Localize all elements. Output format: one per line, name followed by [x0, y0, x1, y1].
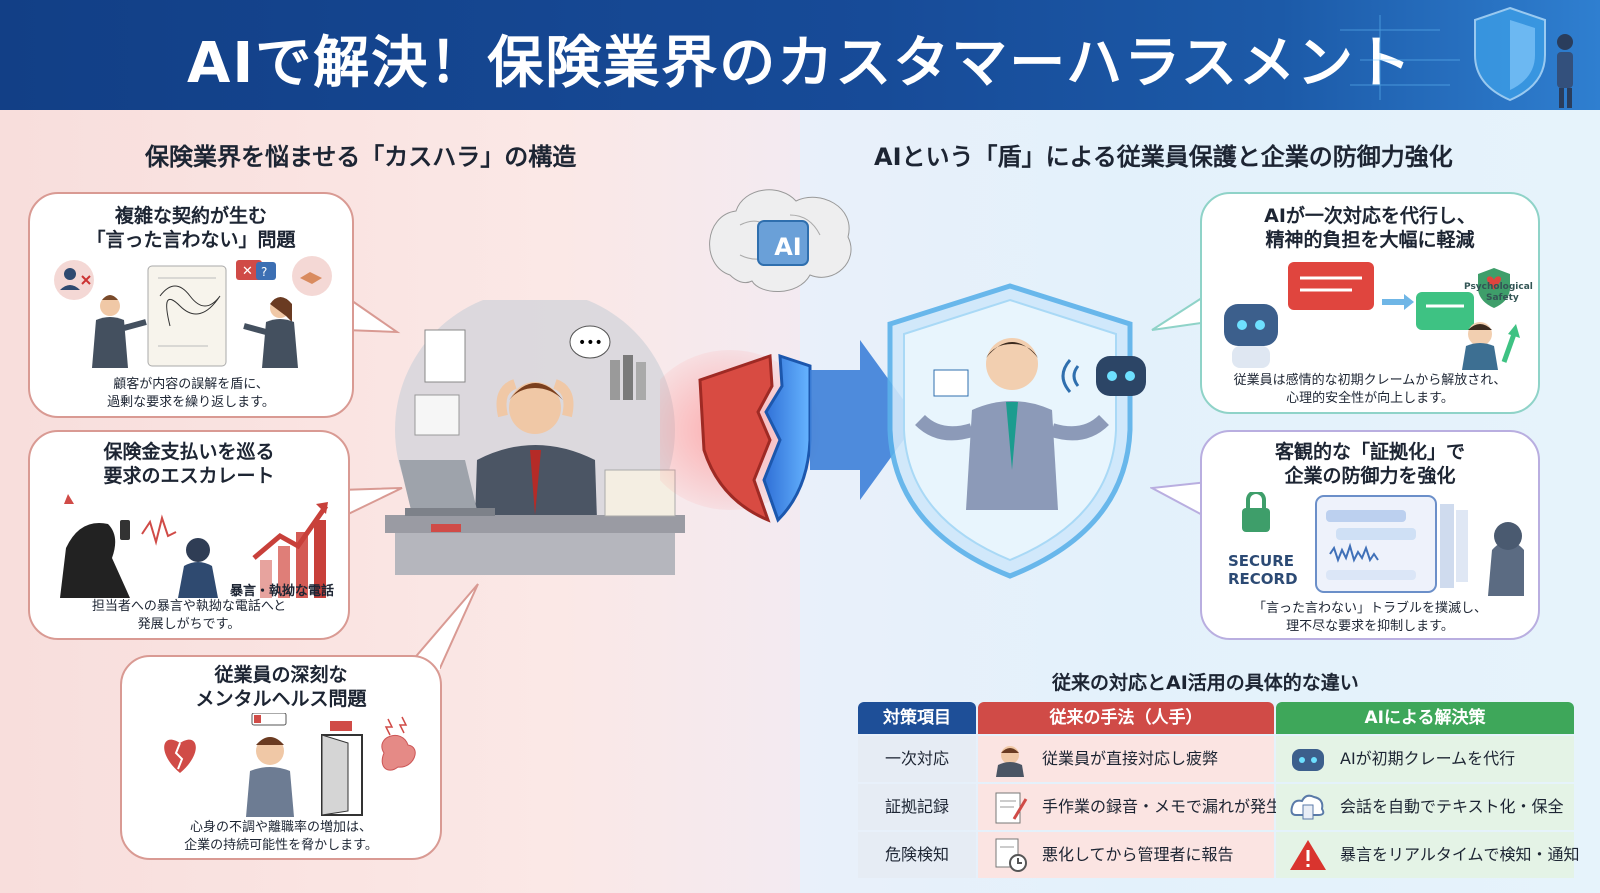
secure-record-line2: RECORD	[1228, 570, 1298, 588]
warning-icon	[1290, 840, 1326, 870]
bubble-contract-dispute: 複雑な契約が生む 「言った言わない」問題 ✕ ? 顧客が内容の誤解を盾に、 過剰…	[28, 192, 354, 418]
bubble-desc-line2: 発展しがちです。	[137, 617, 241, 632]
bubble-title-line1: 複雑な契約が生む	[114, 205, 267, 227]
exit-sign: EXIT	[337, 714, 360, 724]
table-cell-item: 証拠記録	[858, 784, 976, 830]
cell-text: 手作業の録音・メモで漏れが発生	[1042, 797, 1283, 816]
comparison-title: 従来の対応とAI活用の具体的な違い	[1052, 672, 1359, 694]
psych-safety-line1: Psychological	[1464, 282, 1533, 292]
mental-health-illustration	[164, 713, 416, 817]
table-cell-traditional: 悪化してから管理者に報告	[978, 832, 1274, 878]
svg-text:•••: •••	[578, 335, 603, 351]
bubble-title-line1: 従業員の深刻な	[214, 664, 348, 686]
bubble-title-line2: 企業の防御力を強化	[1284, 465, 1456, 487]
bubble-escalation: 保険金支払いを巡る 要求のエスカレート 暴言・執拗な電話 担当者への暴言や執拗な…	[28, 430, 350, 640]
report-clock-icon	[995, 838, 1027, 872]
bubble-title-line2: 「言った言わない」問題	[86, 229, 296, 251]
bubble-desc-line1: 担当者への暴言や執拗な電話へと	[91, 599, 287, 614]
bubble-evidence: 客観的な「証拠化」で 企業の防御力を強化 SECURE RECORD 「言った言…	[1200, 430, 1540, 640]
table-cell-traditional: 従業員が直接対応し疲弊	[978, 736, 1274, 782]
ai-brain-icon	[709, 189, 852, 293]
breaking-shield-icon	[660, 340, 918, 523]
bubble-desc-line1: 「言った言わない」トラブルを撲滅し、	[1252, 601, 1487, 616]
bubble-desc-line2: 過剰な要求を繰り返します。	[107, 395, 275, 410]
angry-caller-illustration	[60, 494, 329, 598]
secure-record-line1: SECURE	[1228, 552, 1295, 570]
table-cell-traditional: 手作業の録音・メモで漏れが発生	[978, 784, 1282, 830]
robot-icon	[1292, 749, 1324, 771]
right-section-title: AIという「盾」による従業員保護と企業の防御力強化	[874, 143, 1453, 171]
abuse-label: 暴言・執拗な電話	[230, 584, 335, 599]
cell-text: 従業員が直接対応し疲弊	[1042, 749, 1219, 768]
page-title: AIで解決！保険業界のカスタマーハラスメント	[187, 31, 1413, 96]
header-banner: AIで解決！保険業界のカスタマーハラスメント	[0, 0, 1600, 110]
stressed-worker-icon	[996, 746, 1024, 777]
bubble-title-line2: 要求のエスカレート	[103, 465, 275, 487]
table-header-ai: AIによる解決策	[1276, 702, 1574, 734]
memo-pencil-icon	[995, 792, 1028, 824]
table-cell-ai: AIが初期クレームを代行	[1276, 736, 1574, 782]
left-section-title: 保険業界を悩ませる「カスハラ」の構造	[145, 143, 577, 171]
comparison-table: 対策項目 従来の手法（人手） AIによる解決策 一次対応 従業員が直接対応し疲弊…	[858, 702, 1580, 880]
cloud-document-icon	[1290, 794, 1325, 820]
protected-employee-illustration	[887, 283, 1146, 579]
bubble-desc-line1: 従業員は感情的な初期クレームから解放され、	[1233, 373, 1507, 388]
table-cell-ai: 暴言をリアルタイムで検知・通知	[1276, 832, 1580, 878]
table-cell-item: 危険検知	[858, 832, 976, 878]
bubble-desc-line2: 心理的安全性が向上します。	[1286, 391, 1454, 406]
bubble-desc-line1: 心身の不調や離職率の増加は、	[189, 820, 372, 835]
bubble-title-line2: メンタルヘルス問題	[195, 688, 367, 710]
svg-text:✕: ✕	[242, 264, 253, 279]
bubble-title-line1: 客観的な「証拠化」で	[1274, 441, 1465, 463]
cell-text: 会話を自動でテキスト化・保全	[1340, 797, 1564, 816]
bubble-mental-health: 従業員の深刻な メンタルヘルス問題 EXIT 心身の不調や離職率の増加は、 企業…	[120, 655, 442, 860]
table-cell-item: 一次対応	[858, 736, 976, 782]
cell-text: 悪化してから管理者に報告	[1042, 845, 1234, 864]
secure-record-illustration	[1242, 492, 1524, 596]
stressed-employee-illustration: •••	[385, 300, 685, 575]
table-cell-ai: 会話を自動でテキスト化・保全	[1276, 784, 1574, 830]
ai-chatbot-illustration	[1224, 262, 1520, 370]
bubble-desc-line1: 顧客が内容の誤解を盾に、	[113, 377, 269, 392]
svg-text:?: ?	[261, 265, 267, 279]
bubble-title-line1: 保険金支払いを巡る	[103, 441, 275, 463]
bubble-ai-first-response: AIが一次対応を代行し、 精神的負担を大幅に軽減 Psychological S…	[1200, 192, 1540, 414]
bubble-title-line2: 精神的負担を大幅に軽減	[1265, 229, 1475, 251]
psych-safety-line2: Safety	[1486, 293, 1519, 303]
bubble-desc-line2: 企業の持続可能性を脅かします。	[184, 838, 378, 853]
table-header-traditional: 従来の手法（人手）	[978, 702, 1274, 734]
table-header-item: 対策項目	[858, 702, 976, 734]
cell-text: AIが初期クレームを代行	[1340, 749, 1516, 768]
cell-text: 暴言をリアルタイムで検知・通知	[1340, 845, 1580, 864]
bubble-title-line1: AIが一次対応を代行し、	[1264, 205, 1476, 227]
shield-icon	[1340, 6, 1573, 108]
ai-chip-label: AI	[774, 233, 802, 261]
bubble-desc-line2: 理不尽な要求を抑制します。	[1286, 619, 1454, 634]
contract-dispute-illustration: ✕ ?	[54, 256, 332, 368]
